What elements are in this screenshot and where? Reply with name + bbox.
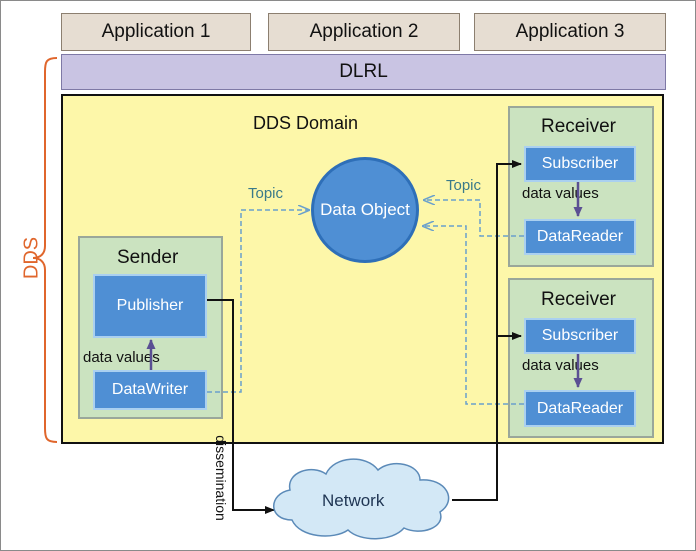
sender-title: Sender xyxy=(117,247,179,268)
publisher-box: Publisher xyxy=(93,274,207,338)
receiver-1-data-values-label: data values xyxy=(522,185,599,202)
receiver-2-datareader-box: DataReader xyxy=(524,390,636,427)
application-1-box: Application 1 xyxy=(61,13,251,51)
dissemination-label: dissemination xyxy=(213,435,229,521)
network-label: Network xyxy=(322,491,385,510)
receiver-2-title: Receiver xyxy=(541,289,616,310)
receiver-1-datareader-box: DataReader xyxy=(524,219,636,255)
dds-domain-title: DDS Domain xyxy=(253,113,359,133)
datawriter-box: DataWriter xyxy=(93,370,207,410)
receiver-2-subscriber-box: Subscriber xyxy=(524,318,636,354)
sender-data-values-label: data values xyxy=(83,349,160,366)
network-cloud xyxy=(273,458,450,540)
application-2-box: Application 2 xyxy=(268,13,460,51)
receiver-1-title: Receiver xyxy=(541,116,616,137)
dlrl-layer: DLRL xyxy=(61,54,666,90)
receiver-1-subscriber-box: Subscriber xyxy=(524,146,636,182)
topic-label-right: Topic xyxy=(446,177,482,194)
receiver-2-data-values-label: data values xyxy=(522,357,599,374)
topic-label-left: Topic xyxy=(248,185,284,202)
application-3-box: Application 3 xyxy=(474,13,666,51)
data-object-circle: Data Object xyxy=(311,157,419,263)
